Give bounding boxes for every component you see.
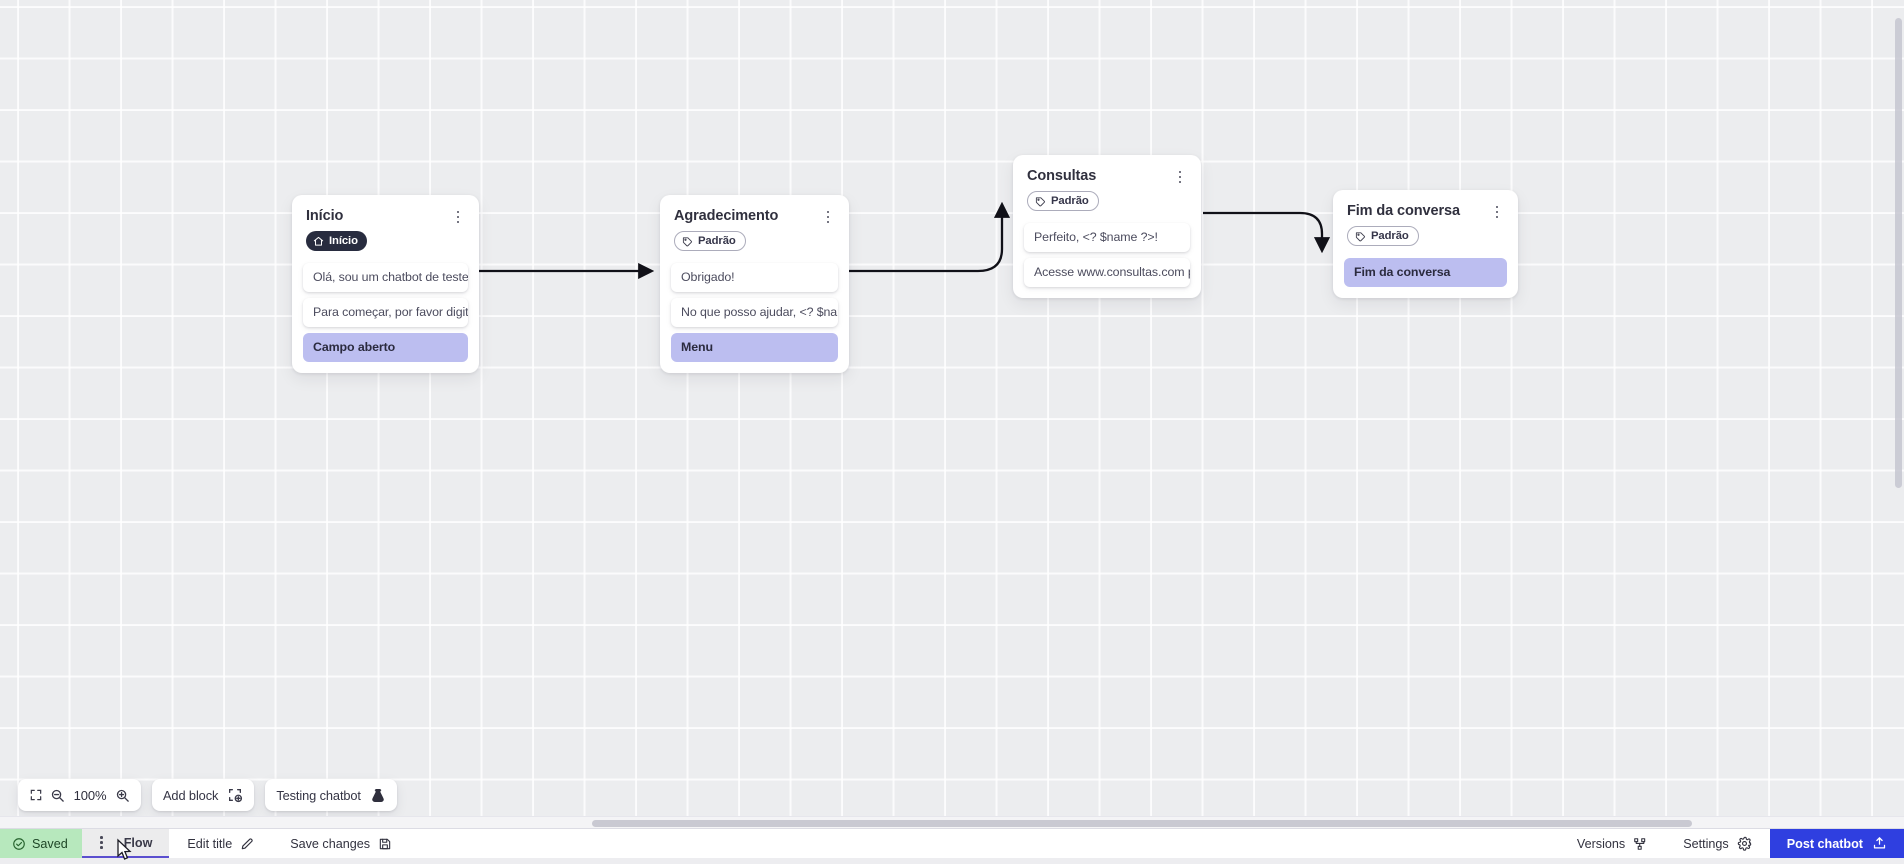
versions-button[interactable]: Versions xyxy=(1559,829,1665,858)
block-items: Perfeito, <? $name ?>! Acesse www.consul… xyxy=(1013,223,1201,298)
settings-label: Settings xyxy=(1683,837,1729,851)
block-tag-label: Padrão xyxy=(698,235,736,247)
branch-icon xyxy=(1633,837,1647,851)
zoom-controls: 100% xyxy=(18,779,141,811)
edit-title-label: Edit title xyxy=(187,837,232,851)
block-title: Consultas xyxy=(1027,167,1096,185)
block-tag-inicio[interactable]: Início xyxy=(306,231,367,251)
horizontal-scrollbar[interactable] xyxy=(0,816,1904,828)
saved-status-label: Saved xyxy=(32,837,68,851)
block-menu-kebab-icon[interactable] xyxy=(1171,168,1189,186)
block-tag-row: Padrão xyxy=(1333,221,1518,258)
floppy-icon xyxy=(378,837,392,851)
block-items: Fim da conversa xyxy=(1333,258,1518,298)
block-item[interactable]: Para começar, por favor digite o ... xyxy=(303,298,468,327)
vertical-scrollbar-thumb[interactable] xyxy=(1895,18,1902,488)
horizontal-scrollbar-thumb[interactable] xyxy=(592,820,1692,827)
block-item[interactable]: Olá, sou um chatbot de teste! xyxy=(303,263,468,292)
block-tag-label: Padrão xyxy=(1051,195,1089,207)
check-circle-icon xyxy=(12,837,26,851)
block-title: Início xyxy=(306,207,343,225)
canvas-toolbar: 100% Add block Testing chatbot xyxy=(18,779,397,811)
block-header: Consultas xyxy=(1013,155,1201,186)
block-item-accent[interactable]: Campo aberto xyxy=(303,333,468,362)
block-menu-kebab-icon[interactable] xyxy=(1488,203,1506,221)
edit-title-button[interactable]: Edit title xyxy=(169,829,272,858)
tag-icon xyxy=(1035,196,1046,207)
block-items: Olá, sou um chatbot de teste! Para começ… xyxy=(292,263,479,373)
block-tag-row: Início xyxy=(292,226,479,263)
kebab-icon[interactable] xyxy=(93,834,111,852)
status-bar: Saved Flow Edit title Save changes Versi… xyxy=(0,828,1904,858)
versions-label: Versions xyxy=(1577,837,1625,851)
block-header: Agradecimento xyxy=(660,195,849,226)
block-header: Início xyxy=(292,195,479,226)
block-tag-row: Padrão xyxy=(660,226,849,263)
block-tag-padrao[interactable]: Padrão xyxy=(674,231,746,251)
block-item[interactable]: Obrigado! xyxy=(671,263,838,292)
add-block-button[interactable]: Add block xyxy=(152,779,254,811)
post-chatbot-button[interactable]: Post chatbot xyxy=(1770,829,1904,858)
home-icon xyxy=(313,236,324,247)
block-header: Fim da conversa xyxy=(1333,190,1518,221)
block-item[interactable]: Acesse www.consultas.com par... xyxy=(1024,258,1190,287)
testing-chatbot-label: Testing chatbot xyxy=(276,788,361,803)
add-block-label: Add block xyxy=(163,788,218,803)
save-changes-button[interactable]: Save changes xyxy=(272,829,410,858)
zoom-out-icon[interactable] xyxy=(50,788,65,803)
saved-status-badge: Saved xyxy=(0,829,82,858)
upload-icon xyxy=(1872,836,1887,851)
statusbar-spacer xyxy=(410,829,1559,858)
zoom-level-label: 100% xyxy=(72,788,108,803)
flow-block-agradecimento[interactable]: Agradecimento Padrão Obrigado! No que po… xyxy=(660,195,849,373)
block-menu-kebab-icon[interactable] xyxy=(819,208,837,226)
block-tag-label: Padrão xyxy=(1371,230,1409,242)
block-tag-row: Padrão xyxy=(1013,186,1201,223)
block-tag-padrao[interactable]: Padrão xyxy=(1027,191,1099,211)
flow-connectors xyxy=(0,0,1904,830)
block-items: Obrigado! No que posso ajudar, <? $name … xyxy=(660,263,849,373)
block-item[interactable]: No que posso ajudar, <? $name ... xyxy=(671,298,838,327)
flask-icon xyxy=(370,787,386,804)
block-title: Fim da conversa xyxy=(1347,202,1460,220)
pencil-icon xyxy=(240,837,254,851)
tab-flow-label: Flow xyxy=(124,836,153,850)
flow-canvas[interactable]: Início Início Olá, sou um chatbot de tes… xyxy=(0,0,1904,830)
fit-screen-icon[interactable] xyxy=(29,788,43,802)
tab-flow[interactable]: Flow xyxy=(82,829,170,858)
block-tag-label: Início xyxy=(329,235,358,247)
block-tag-padrao[interactable]: Padrão xyxy=(1347,226,1419,246)
block-item[interactable]: Perfeito, <? $name ?>! xyxy=(1024,223,1190,252)
add-block-icon xyxy=(227,787,243,803)
block-menu-kebab-icon[interactable] xyxy=(449,208,467,226)
tag-icon xyxy=(682,236,693,247)
zoom-in-icon[interactable] xyxy=(115,788,130,803)
flow-block-fim-da-conversa[interactable]: Fim da conversa Padrão Fim da conversa xyxy=(1333,190,1518,298)
flow-block-consultas[interactable]: Consultas Padrão Perfeito, <? $name ?>! … xyxy=(1013,155,1201,298)
tag-icon xyxy=(1355,231,1366,242)
vertical-scrollbar[interactable] xyxy=(1893,0,1904,830)
save-changes-label: Save changes xyxy=(290,837,370,851)
block-title: Agradecimento xyxy=(674,207,778,225)
gear-icon xyxy=(1737,836,1752,851)
block-item-accent[interactable]: Fim da conversa xyxy=(1344,258,1507,287)
post-chatbot-label: Post chatbot xyxy=(1787,837,1863,851)
block-item-accent[interactable]: Menu xyxy=(671,333,838,362)
testing-chatbot-button[interactable]: Testing chatbot xyxy=(265,779,397,811)
settings-button[interactable]: Settings xyxy=(1665,829,1770,858)
flow-block-inicio[interactable]: Início Início Olá, sou um chatbot de tes… xyxy=(292,195,479,373)
